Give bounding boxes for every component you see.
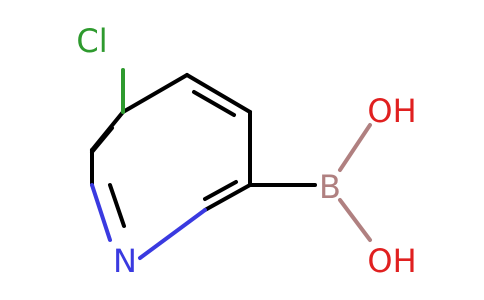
bond-ring-bottom-right [203, 183, 252, 212]
bond-ring-left-inner [90, 126, 114, 154]
bond-ring-bottom-right-inner [203, 180, 238, 201]
bond-ring-top-right-inner [192, 90, 236, 117]
boron-label: B [319, 168, 341, 206]
bond-n-ring-right [138, 208, 207, 260]
bond-ring-top-right [185, 73, 252, 114]
atom-labels: Cl N B OH OH [76, 22, 416, 280]
hydroxyl-top-label: OH [367, 92, 416, 130]
hydroxyl-bottom-label: OH [367, 242, 416, 280]
chlorine-label: Cl [76, 22, 107, 60]
bond-b-oh-top [338, 123, 372, 172]
bond-c-ring-top [121, 73, 189, 114]
nitrogen-label: N [113, 242, 137, 280]
bond-b-oh-bottom [338, 198, 372, 242]
bond-ring-bottom-left [90, 183, 112, 242]
bonds [90, 68, 372, 260]
bond-ring-bottom-left-inner [108, 183, 126, 228]
